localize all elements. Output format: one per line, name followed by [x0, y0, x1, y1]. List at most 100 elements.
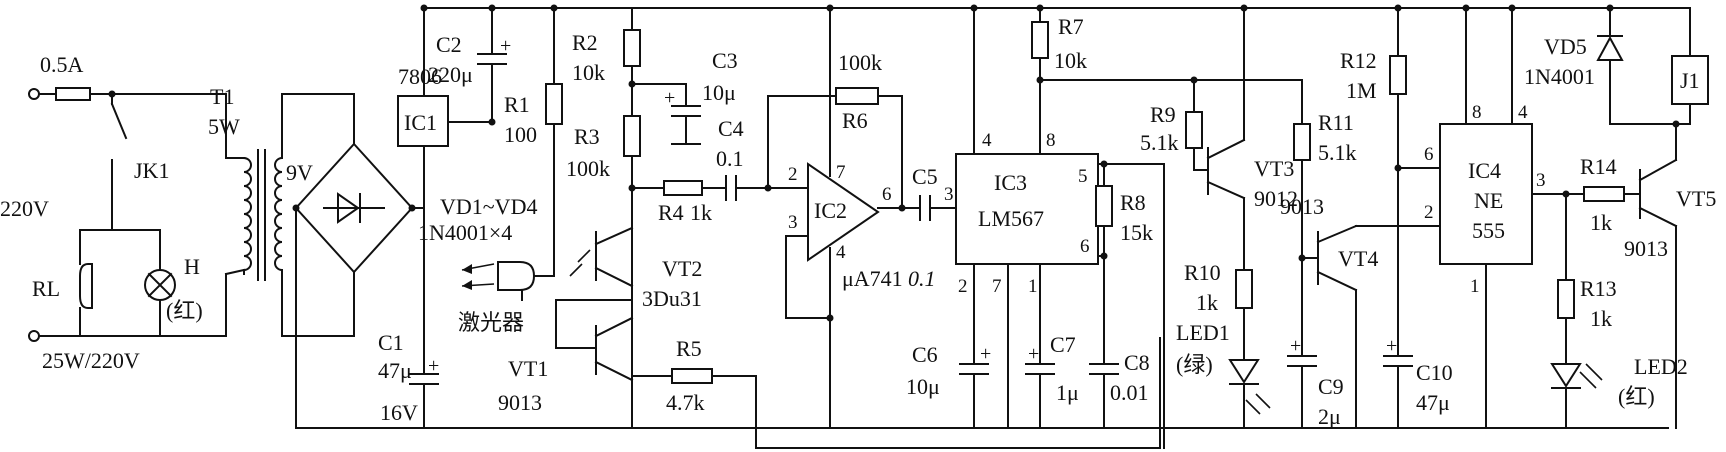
- svg-text:+: +: [500, 35, 511, 57]
- label-vt2-part: 3Du31: [642, 286, 702, 311]
- label-vt3-part: 9012: [1254, 186, 1298, 211]
- label-bridge: VD1~VD4: [440, 194, 537, 219]
- label-c2-value: 220μ: [428, 62, 473, 87]
- label-r11: R11: [1318, 110, 1354, 135]
- label-vd5: VD5: [1544, 34, 1587, 59]
- pin-ic2-4: 4: [836, 242, 846, 263]
- label-ic2-part: μA741: [842, 266, 903, 291]
- opamp-ic2: [764, 4, 957, 429]
- led2: [1550, 363, 1582, 388]
- label-r9: R9: [1150, 102, 1176, 127]
- label-h: H: [184, 254, 200, 279]
- label-r3-value: 100k: [566, 156, 610, 181]
- input-terminal-top: [28, 88, 40, 100]
- ic2-opamp: [807, 162, 880, 262]
- pin-ic2-3: 3: [788, 212, 798, 233]
- label-r7: R7: [1058, 14, 1084, 39]
- label-ic4-part1: NE: [1474, 188, 1503, 213]
- pin-ic4-2: 2: [1424, 202, 1434, 223]
- label-c10-value: 47μ: [1416, 390, 1450, 415]
- label-vd5-part: 1N4001: [1524, 64, 1595, 89]
- input-terminal-bottom: [28, 330, 40, 342]
- label-led2: LED2: [1634, 354, 1688, 379]
- label-r4: R4: [658, 200, 684, 225]
- label-r8-value: 15k: [1120, 220, 1153, 245]
- label-j1: J1: [1680, 68, 1700, 93]
- svg-text:+: +: [1290, 335, 1301, 357]
- switch-jk1: [110, 102, 128, 140]
- bridge-rectifier: [292, 93, 425, 429]
- transformer-t1: [224, 93, 355, 337]
- label-r9-value: 5.1k: [1140, 130, 1179, 155]
- label-r5-value: 4.7k: [666, 390, 705, 415]
- r13-resistor: [1557, 279, 1575, 319]
- label-jk1: JK1: [134, 158, 169, 183]
- r9-resistor: [1185, 111, 1203, 149]
- label-r2: R2: [572, 30, 598, 55]
- label-c5: C5: [912, 164, 938, 189]
- pin-ic3-6: 6: [1080, 236, 1090, 257]
- label-c9-value: 2μ: [1318, 404, 1341, 429]
- label-c1-value: 47μ: [378, 358, 412, 383]
- rl-element: [79, 263, 93, 309]
- label-r11-value: 5.1k: [1318, 140, 1357, 165]
- label-vt1-part: 9013: [498, 390, 542, 415]
- mains-section: [28, 87, 227, 342]
- relay-j1: [1671, 55, 1709, 105]
- polarity-marks: + + + + + + +: [428, 35, 1397, 377]
- pin-ic2-6: 6: [882, 184, 892, 205]
- label-c5-value: 0.1: [908, 266, 936, 291]
- label-c6-value: 10μ: [906, 374, 940, 399]
- label-led2-color: (红): [1618, 384, 1655, 409]
- label-vt2: VT2: [662, 256, 702, 281]
- label-r13-value: 1k: [1590, 306, 1612, 331]
- label-ic1: IC1: [404, 110, 437, 135]
- label-c8: C8: [1124, 350, 1150, 375]
- power-supply: [295, 4, 1691, 429]
- pin-ic4-6: 6: [1424, 144, 1434, 165]
- label-vt4: VT4: [1338, 246, 1378, 271]
- r4-resistor: [663, 180, 703, 196]
- r8-resistor: [1095, 185, 1113, 227]
- pin-ic2-2: 2: [788, 164, 798, 185]
- ic1-regulator: [397, 95, 449, 147]
- pin-ic4-3: 3: [1536, 170, 1546, 191]
- r7-resistor: [1031, 21, 1049, 59]
- label-c7-value: 1μ: [1056, 380, 1079, 405]
- r3-resistor: [623, 115, 641, 157]
- label-c4: C4: [718, 116, 744, 141]
- label-c4-value: 0.1: [716, 146, 744, 171]
- pin-ic4-1: 1: [1470, 276, 1480, 297]
- label-7806: 7806: [398, 64, 442, 89]
- output-section: [1550, 4, 1709, 429]
- label-c3: C3: [712, 48, 738, 73]
- fuse: [55, 87, 91, 101]
- r11-resistor: [1293, 123, 1311, 161]
- pin-ic4-4: 4: [1518, 102, 1528, 123]
- svg-text:+: +: [664, 87, 675, 109]
- label-ic4-part2: 555: [1472, 218, 1505, 243]
- label-c8-value: 0.01: [1110, 380, 1149, 405]
- label-led1: LED1: [1176, 320, 1230, 345]
- r1-resistor: [545, 83, 563, 125]
- label-lamp-color: (红): [166, 298, 203, 323]
- pin-ic3-1: 1: [1028, 276, 1038, 297]
- label-c1-voltage: 16V: [380, 400, 418, 425]
- label-r1: R1: [504, 92, 530, 117]
- pin-ic3-8: 8: [1046, 130, 1056, 151]
- svg-text:+: +: [980, 343, 991, 365]
- ic3-lm567: [955, 153, 1099, 265]
- label-led1-color: (绿): [1176, 352, 1213, 377]
- label-c1: C1: [378, 330, 404, 355]
- photo-amp: [555, 7, 1161, 449]
- label-9v: 9V: [286, 160, 313, 185]
- pin-ic2-7: 7: [836, 162, 846, 183]
- label-vt4-part: 9013: [1280, 194, 1324, 219]
- label-vt5: VT5: [1676, 186, 1716, 211]
- label-r12-value: 1M: [1346, 78, 1377, 103]
- label-vt3: VT3: [1254, 156, 1294, 181]
- label-c7: C7: [1050, 332, 1076, 357]
- label-vt5-part: 9013: [1624, 236, 1668, 261]
